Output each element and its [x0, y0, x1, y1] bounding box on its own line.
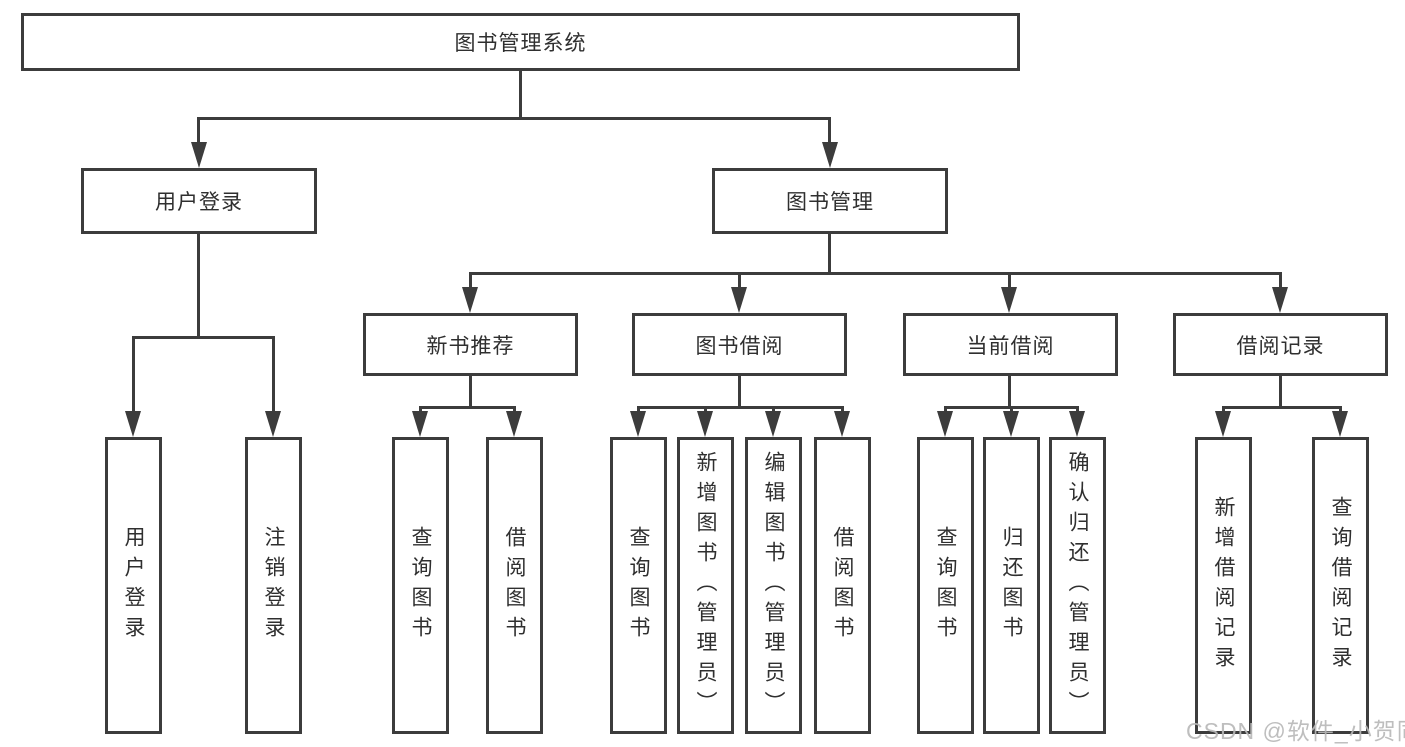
connector-line — [1010, 406, 1013, 413]
connector-line — [1076, 406, 1079, 413]
node-current-borrowing-label: 当前借阅 — [966, 334, 1055, 358]
node-borrow-records-label: 借阅记录 — [1236, 334, 1325, 358]
leaf-query-books-under-borrowing: 查询图书 — [610, 437, 667, 734]
leaf-confirm-return-admin-label: 确认归还（管理员） — [1066, 450, 1089, 721]
leaf-add-borrow-record: 新增借阅记录 — [1195, 437, 1252, 734]
connector-line — [841, 406, 844, 413]
connector-line — [513, 406, 516, 413]
connector-line — [132, 336, 135, 412]
leaf-borrow-books-under-borrowing-label: 借阅图书 — [831, 525, 854, 646]
arrowhead — [1332, 411, 1348, 437]
leaf-return-books-label: 归还图书 — [1000, 525, 1023, 646]
arrowhead — [731, 287, 747, 313]
leaf-confirm-return-admin: 确认归还（管理员） — [1049, 437, 1106, 734]
connector-line — [197, 117, 831, 120]
connector-line — [197, 234, 200, 339]
node-user-login-label: 用户登录 — [155, 191, 243, 214]
node-new-book-recommend-label: 新书推荐 — [426, 334, 515, 358]
connector-line — [772, 406, 775, 413]
connector-line — [704, 406, 707, 413]
node-book-borrowing: 图书借阅 — [632, 313, 847, 376]
leaf-query-books-under-new-books: 查询图书 — [392, 437, 449, 734]
connector-line — [132, 336, 275, 339]
connector-line — [1008, 272, 1011, 289]
leaf-return-books: 归还图书 — [983, 437, 1040, 734]
connector-line — [1222, 406, 1342, 409]
connector-line — [469, 376, 472, 409]
connector-line — [469, 272, 1282, 275]
connector-line — [1339, 406, 1342, 413]
node-new-book-recommend: 新书推荐 — [363, 313, 578, 376]
connector-line — [1279, 376, 1282, 409]
connector-line — [419, 406, 422, 413]
arrowhead — [506, 411, 522, 437]
leaf-query-borrow-record-label: 查询借阅记录 — [1329, 495, 1352, 676]
connector-line — [1279, 272, 1282, 289]
arrowhead — [765, 411, 781, 437]
node-current-borrowing: 当前借阅 — [903, 313, 1118, 376]
leaf-query-books-under-current-label: 查询图书 — [934, 525, 957, 646]
connector-line — [637, 406, 640, 413]
arrowhead — [1272, 287, 1288, 313]
connector-line — [637, 406, 844, 409]
leaf-query-books-under-new-books-label: 查询图书 — [409, 525, 432, 646]
connector-line — [272, 336, 275, 412]
csdn-watermark: CSDN @软件_小贺同学 — [1186, 718, 1405, 744]
leaf-logout: 注销登录 — [245, 437, 302, 734]
connector-line — [944, 406, 947, 413]
arrowhead — [191, 142, 207, 168]
connector-line — [1222, 406, 1225, 413]
leaf-add-books-admin-label: 新增图书（管理员） — [694, 450, 717, 721]
node-book-borrowing-label: 图书借阅 — [695, 334, 784, 358]
connector-line — [519, 71, 522, 120]
connector-line — [828, 234, 831, 275]
arrowhead — [412, 411, 428, 437]
arrowhead — [265, 411, 281, 437]
arrowhead — [125, 411, 141, 437]
connector-line — [419, 406, 516, 409]
leaf-user-login-label: 用户登录 — [122, 525, 145, 646]
leaf-query-borrow-record: 查询借阅记录 — [1312, 437, 1369, 734]
arrowhead — [1215, 411, 1231, 437]
connector-line — [738, 272, 741, 289]
node-borrow-records: 借阅记录 — [1173, 313, 1388, 376]
leaf-add-books-admin: 新增图书（管理员） — [677, 437, 734, 734]
leaf-borrow-books-under-new-books-label: 借阅图书 — [503, 525, 526, 646]
node-user-login: 用户登录 — [81, 168, 317, 234]
arrowhead — [834, 411, 850, 437]
connector-line — [469, 272, 472, 289]
leaf-user-login: 用户登录 — [105, 437, 162, 734]
arrowhead — [462, 287, 478, 313]
arrowhead — [630, 411, 646, 437]
connector-line — [1008, 376, 1011, 409]
leaf-add-borrow-record-label: 新增借阅记录 — [1212, 495, 1235, 676]
arrowhead — [1069, 411, 1085, 437]
arrowhead — [697, 411, 713, 437]
leaf-logout-label: 注销登录 — [262, 525, 285, 646]
node-book-management-label: 图书管理 — [786, 191, 874, 214]
leaf-edit-books-admin-label: 编辑图书（管理员） — [762, 450, 785, 721]
node-root-system-label: 图书管理系统 — [454, 32, 587, 55]
connector-line — [197, 117, 200, 144]
leaf-borrow-books-under-borrowing: 借阅图书 — [814, 437, 871, 734]
arrowhead — [1003, 411, 1019, 437]
node-book-management: 图书管理 — [712, 168, 948, 234]
node-root-system: 图书管理系统 — [21, 13, 1020, 71]
leaf-query-books-under-current: 查询图书 — [917, 437, 974, 734]
arrowhead — [937, 411, 953, 437]
leaf-borrow-books-under-new-books: 借阅图书 — [486, 437, 543, 734]
leaf-edit-books-admin: 编辑图书（管理员） — [745, 437, 802, 734]
connector-line — [738, 376, 741, 409]
arrowhead — [822, 142, 838, 168]
arrowhead — [1001, 287, 1017, 313]
leaf-query-books-under-borrowing-label: 查询图书 — [627, 525, 650, 646]
connector-line — [828, 117, 831, 144]
